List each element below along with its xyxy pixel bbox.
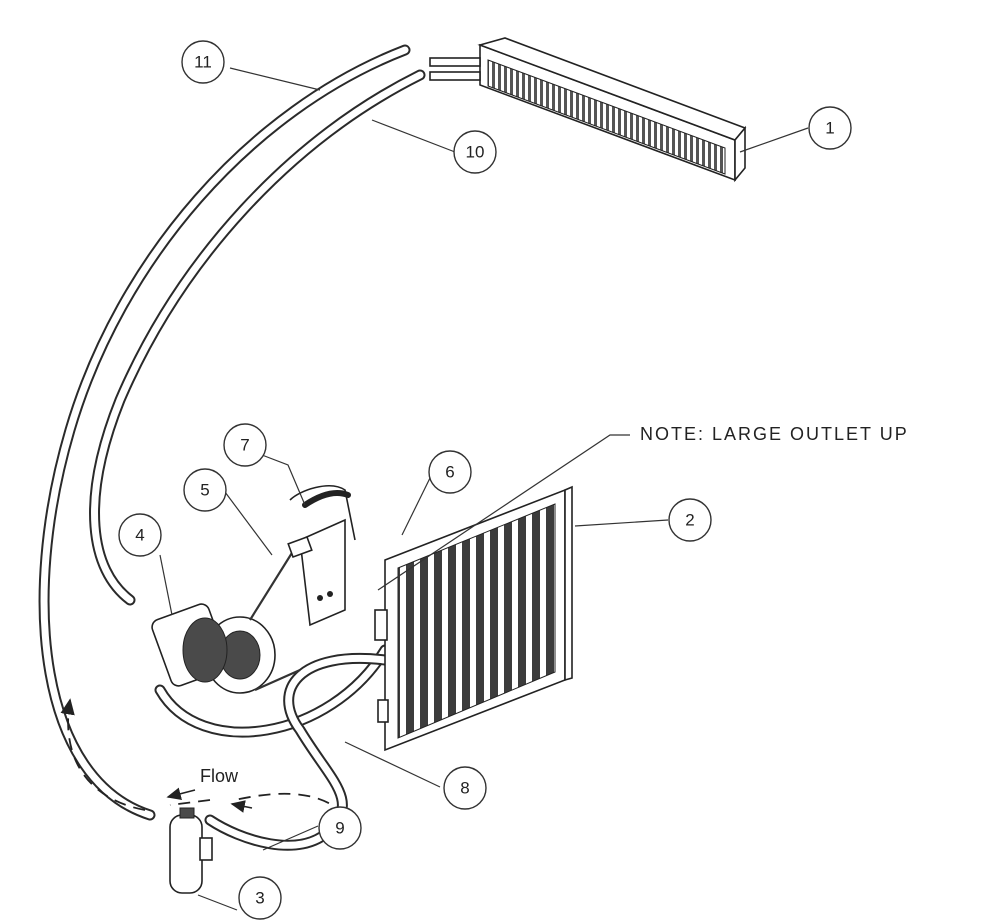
callout-6: 6 xyxy=(428,450,472,494)
hose-11 xyxy=(38,44,411,821)
callout-1-text: 1 xyxy=(825,119,834,138)
callout-7-text: 7 xyxy=(240,436,249,455)
callout-3: 3 xyxy=(238,876,282,920)
callout-5: 5 xyxy=(183,468,227,512)
callout-2-text: 2 xyxy=(685,511,694,530)
callout-10: 10 xyxy=(453,130,497,174)
hose-10 xyxy=(89,69,426,606)
hose-8 xyxy=(154,644,391,851)
callout-6-text: 6 xyxy=(445,463,454,482)
callout-10-text: 10 xyxy=(466,143,485,162)
callout-9-text: 9 xyxy=(335,819,344,838)
callout-11: 11 xyxy=(181,40,225,84)
callout-8-text: 8 xyxy=(460,779,469,798)
mounting-bracket xyxy=(287,485,356,627)
callout-2: 2 xyxy=(668,498,712,542)
callout-5-text: 5 xyxy=(200,481,209,500)
callout-1: 1 xyxy=(808,106,852,150)
callout-7: 7 xyxy=(223,423,267,467)
flow-label: Flow xyxy=(200,766,239,786)
callout-4: 4 xyxy=(118,513,162,557)
callout-9: 9 xyxy=(318,806,362,850)
callout-8: 8 xyxy=(443,766,487,810)
callout-11-text: 11 xyxy=(194,53,212,72)
callout-3-text: 3 xyxy=(255,889,264,908)
note-label: NOTE: LARGE OUTLET UP xyxy=(640,424,909,444)
receiver-drier xyxy=(169,807,213,894)
compressor xyxy=(151,539,301,694)
callout-4-text: 4 xyxy=(135,526,144,545)
evaporator-coil xyxy=(429,37,747,183)
